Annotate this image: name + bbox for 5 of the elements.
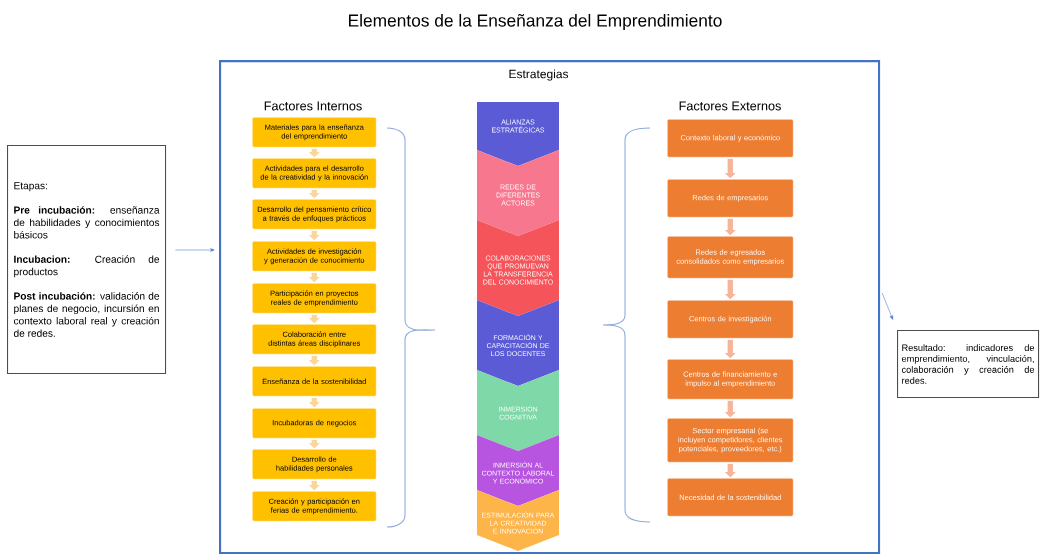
arrow bbox=[175, 248, 215, 252]
stages-box: Etapas: Pre incubación: enseñanza de habilidades y conocimientos básicos Incubacion: Creación de productos Post incubación: validación de planes de negocio, incursión en contexto laboral real y creación de redes. bbox=[7, 145, 167, 375]
arrow bbox=[881, 292, 893, 320]
title: Elementos de la Enseñanza del Emprendimiento bbox=[349, 13, 722, 31]
result-box: Resultado: indicadores de emprendimiento, vinculación, colaboración y creación de redes. bbox=[897, 330, 1040, 399]
